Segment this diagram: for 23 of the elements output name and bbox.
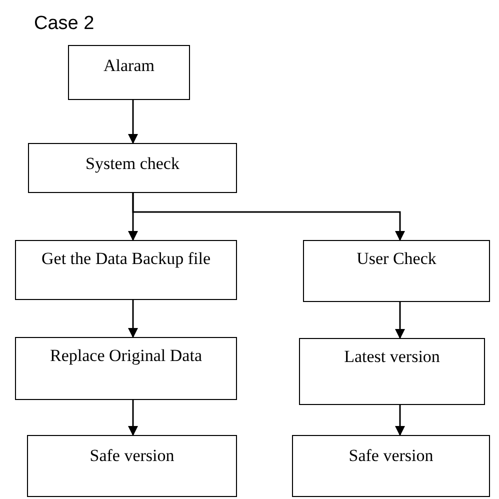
process-box (15, 337, 237, 400)
arrow (128, 100, 138, 144)
process-box (299, 338, 485, 405)
process-box (15, 240, 237, 300)
box-label: Replace Original Data (50, 345, 202, 367)
process-box (303, 240, 490, 302)
box-label: Safe version (90, 445, 174, 467)
box-label: User Check (356, 248, 436, 270)
box-label: Get the Data Backup file (42, 248, 210, 270)
arrow (128, 300, 138, 338)
box-label: Safe version (348, 445, 434, 467)
diagram-title: Case 2 (34, 12, 94, 36)
box-label: System check (86, 153, 180, 175)
process-box (27, 435, 237, 497)
process-box (68, 45, 190, 100)
box-label: Alaram (104, 55, 154, 77)
arrow (395, 302, 405, 339)
arrow (395, 405, 405, 436)
box-label: Latest version (344, 346, 440, 368)
process-box (28, 143, 237, 193)
arrow (132, 193, 405, 241)
arrow (128, 400, 138, 436)
process-box (292, 435, 490, 497)
